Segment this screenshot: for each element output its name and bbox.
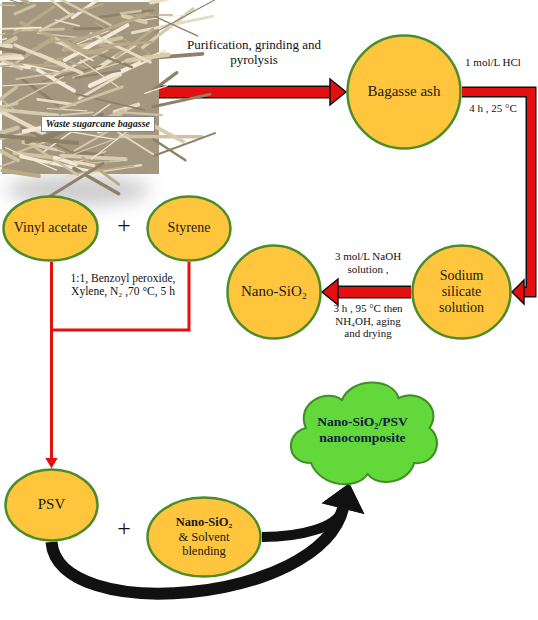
process-circle: Sodium silicate solution (411, 244, 512, 340)
node-text: Sodium silicate solution (423, 268, 500, 316)
arrow-head (512, 280, 524, 304)
bagasse-fiber (61, 87, 123, 109)
ellipse-outline (148, 498, 261, 577)
monomer-oval: Styrene (146, 195, 232, 262)
bagasse-fiber (16, 70, 71, 79)
photo-box: Waste sugarcane bagasse (2, 2, 159, 174)
arrow-head (330, 79, 346, 105)
bagasse-fiber (0, 0, 23, 4)
edge-label: 3 mol/L NaOH solution , (326, 250, 410, 275)
ellipse-outline (228, 246, 321, 339)
bagasse-fiber (80, 60, 117, 87)
monomer-oval: Vinyl acetate (2, 195, 99, 262)
bagasse-fiber (120, 135, 202, 139)
cloud-outline (291, 383, 437, 485)
bagasse-fiber (119, 112, 162, 115)
ellipse-outline (4, 197, 98, 261)
bagasse-fiber (48, 134, 129, 164)
bagasse-fiber (0, 28, 41, 30)
plus-sign: + (104, 212, 144, 240)
bagasse-fiber (153, 94, 210, 106)
arrow-body (262, 509, 343, 538)
bagasse-fiber (0, 90, 17, 111)
bagasse-fiber (155, 0, 217, 33)
bagasse-fiber (2, 82, 65, 85)
arrow-outline (338, 286, 411, 299)
ellipse-outline (413, 246, 511, 339)
edge-label: 1 mol/L HCl (464, 56, 522, 69)
process-arrow (159, 79, 346, 105)
node-outline (2, 2, 159, 174)
node-text: Styrene (168, 220, 211, 236)
bagasse-fiber (74, 14, 148, 42)
node-text: PSV (38, 496, 66, 513)
condition-note: 4 h , 25 °C (464, 102, 522, 115)
arrow-head (46, 458, 58, 468)
bagasse-fiber (0, 139, 18, 160)
arrow-body (52, 509, 344, 594)
cloud-group (291, 383, 437, 485)
arrow-body (159, 87, 330, 97)
bagasse-fiber (74, 162, 94, 166)
node-text: Vinyl acetate (14, 220, 87, 236)
node-text: Nano-SiO₂ (176, 515, 233, 529)
curved-arrow (52, 483, 365, 593)
bagasse-fiber (3, 170, 39, 176)
arrow-head (322, 279, 338, 305)
node-text: Bagasse ash (368, 83, 441, 100)
process-arrow (46, 262, 190, 468)
process-arrow (322, 279, 411, 305)
arrow-outline (159, 86, 330, 99)
bagasse-fiber (48, 109, 88, 111)
plus-sign: + (106, 515, 142, 543)
bagasse-fiber (154, 133, 215, 156)
condition-note: 1:1, Benzoyl peroxide, Xylene, N₂ ,70 °C… (58, 272, 188, 298)
bagasse-fiber (40, 14, 73, 31)
process-circle: Bagasse ash (346, 34, 462, 150)
ellipse-outline (6, 470, 98, 541)
bagasse-fiber (0, 33, 5, 38)
bagasse-fiber (155, 16, 198, 36)
arrow-body (338, 287, 411, 297)
bagasse-fiber (18, 141, 49, 153)
bagasse-fiber (91, 34, 150, 63)
bagasse-fiber (55, 20, 79, 26)
bagasse-fiber (24, 64, 58, 71)
bagasse-fiber (0, 2, 15, 6)
arrow-head (46, 458, 58, 468)
bagasse-fiber (0, 136, 77, 143)
bagasse-fiber (61, 112, 93, 115)
polymer-oval: PSV (4, 468, 99, 542)
photo-caption: Waste sugarcane bagasse (41, 116, 155, 132)
edge-label: Purification, grinding and pyrolysis (166, 38, 342, 68)
bagasse-fiber (0, 56, 22, 60)
ellipse-outline (148, 197, 231, 261)
bagasse-fiber (145, 86, 168, 94)
bagasse-fiber (121, 11, 141, 14)
bagasse-fiber (38, 99, 75, 104)
product-cloud: Nano-SiO₂/PSV nanocomposite (280, 368, 445, 492)
curved-arrow (262, 483, 364, 537)
bagasse-fiber (6, 77, 63, 107)
bagasse-fiber (0, 55, 21, 60)
bagasse-fiber (0, 66, 10, 69)
product-circle: Nano-SiO₂ (226, 244, 322, 340)
bagasse-fiber (100, 42, 154, 46)
node-text: Nano-SiO₂/PSV nanocomposite (308, 414, 417, 445)
bagasse-fiber (15, 5, 34, 14)
bagasse-fiber (55, 158, 76, 165)
node-text: Nano-SiO₂ (241, 283, 307, 300)
bagasse-fiber (0, 39, 6, 54)
bagasse-fiber (76, 94, 145, 110)
condition-note: 3 h , 95 °C then NH₄OH, aging and drying (326, 302, 410, 340)
bagasse-fiber (47, 0, 111, 25)
ellipse-outline (348, 36, 461, 149)
bagasse-fiber (153, 73, 177, 91)
bagasse-fiber (0, 40, 24, 53)
arrow-body (52, 262, 190, 458)
node-text: & Solvent blending (160, 530, 248, 559)
arrow-head (322, 483, 365, 514)
blend-oval: Nano-SiO₂& Solvent blending (146, 496, 262, 578)
